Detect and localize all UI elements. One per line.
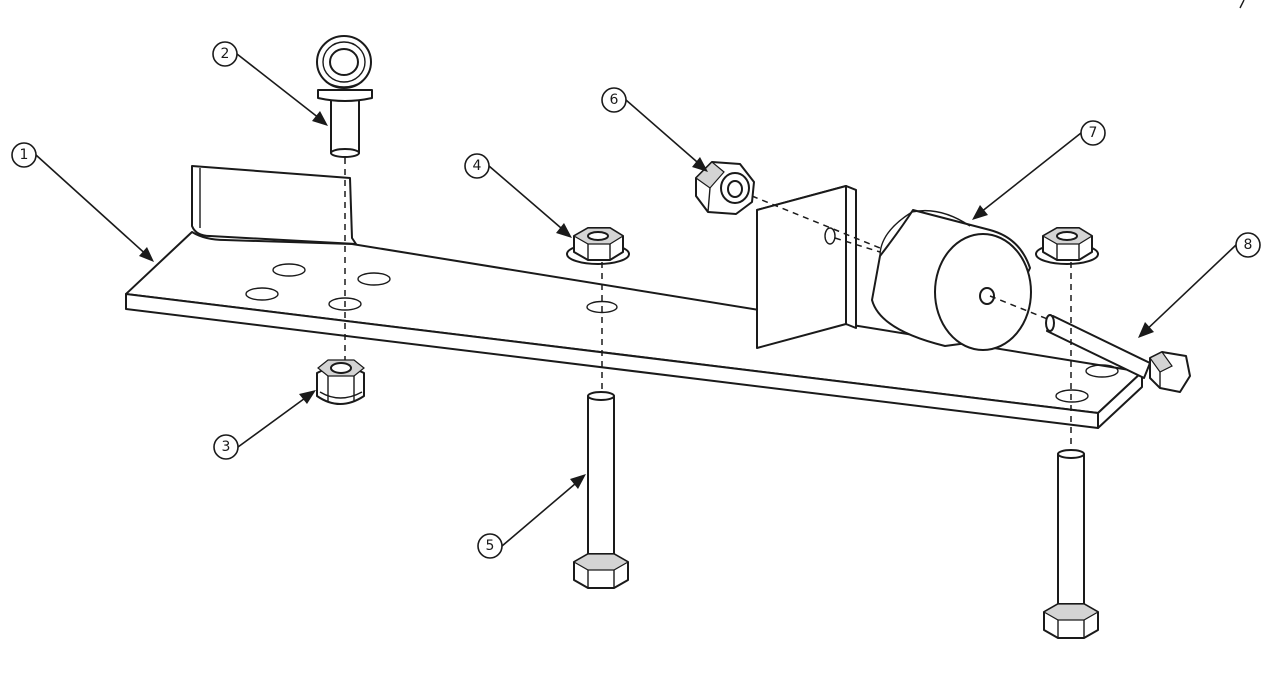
part-5-hex-bolt — [572, 391, 630, 589]
bracket-plate — [756, 185, 857, 349]
part-4-flange-nut — [566, 227, 630, 265]
callout-1-label: 1 — [20, 147, 29, 163]
callout-7-label: 7 — [1089, 125, 1098, 141]
part-3-lock-nut — [316, 359, 365, 405]
part-7-cylinder — [871, 209, 1032, 351]
callout-4-label: 4 — [473, 158, 482, 174]
callout-2: 2 — [212, 41, 328, 126]
callout-7: 7 — [972, 120, 1106, 220]
part-2-eye-bolt — [316, 35, 373, 158]
part-1-base-plate — [125, 165, 1143, 429]
callout-4: 4 — [464, 153, 572, 238]
callout-3: 3 — [213, 390, 316, 460]
part-8-hex-bolt — [1045, 314, 1191, 393]
callout-6: 6 — [601, 87, 708, 172]
callout-5: 5 — [477, 474, 586, 559]
callout-1: 1 — [11, 142, 154, 262]
callout-8-label: 8 — [1244, 237, 1253, 253]
callout-3-label: 3 — [222, 439, 231, 455]
part-6-hex-nut — [695, 161, 755, 215]
assembly-axis-lines — [344, 158, 1072, 450]
part-5-hex-bolt-second — [1042, 449, 1100, 639]
callout-8: 8 — [1138, 232, 1261, 338]
sheet-corner-mark — [1239, 0, 1245, 9]
callout-2-label: 2 — [221, 46, 230, 62]
part-4-flange-nut-second — [1035, 227, 1099, 265]
callout-5-label: 5 — [486, 538, 495, 554]
callout-6-label: 6 — [610, 92, 619, 108]
